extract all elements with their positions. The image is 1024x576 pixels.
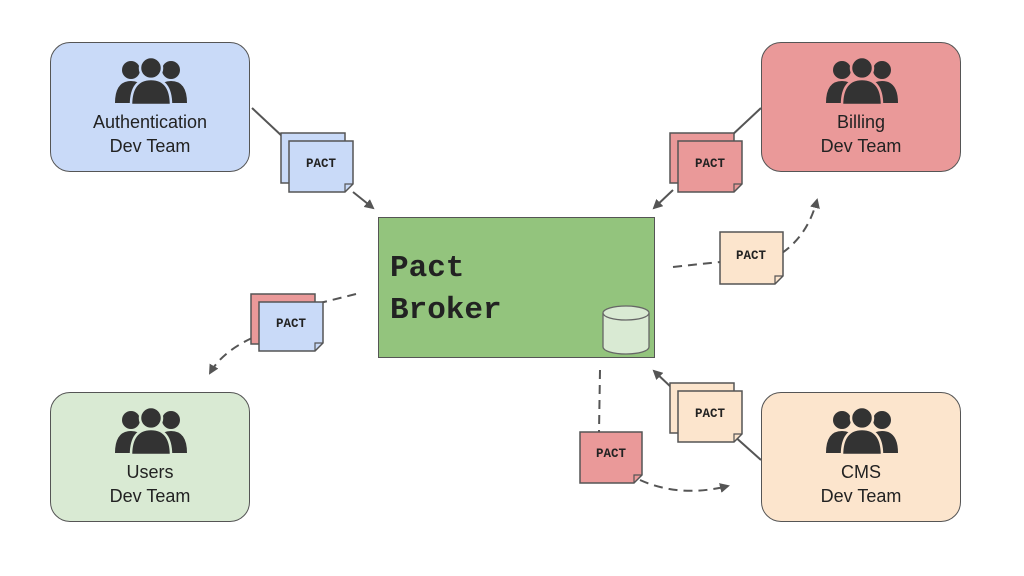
pact-stack-cms: PACT	[669, 382, 743, 443]
team-label: Billing Dev Team	[762, 110, 960, 158]
pact-label-to-billing: PACT	[736, 249, 767, 263]
team-name: Authentication	[92, 112, 208, 132]
people-group-icon	[115, 55, 187, 105]
team-authentication: Authentication Dev Team	[50, 42, 250, 172]
dashed-broker-to-cms	[598, 369, 601, 433]
team-label: CMS Dev Team	[762, 460, 960, 508]
pact-stack-users: PACT	[250, 293, 324, 352]
dashed-arrow-to-cms-team	[639, 479, 730, 493]
people-group-icon	[826, 55, 898, 105]
pact-broker: Pact Broker	[378, 217, 655, 358]
arrow-billing-to-broker	[652, 189, 674, 210]
people-group-icon	[826, 405, 898, 455]
broker-title-line1: Pact	[390, 251, 465, 286]
team-suffix: Dev Team	[109, 486, 191, 506]
team-name: CMS	[841, 462, 881, 482]
broker-title: Pact Broker	[390, 248, 502, 332]
team-suffix: Dev Team	[820, 486, 902, 506]
pact-label-cms: PACT	[695, 407, 726, 421]
team-suffix: Dev Team	[820, 136, 902, 156]
team-cms: CMS Dev Team	[761, 392, 961, 522]
dashed-broker-to-billing	[672, 261, 721, 268]
database-icon	[602, 305, 650, 355]
team-users: Users Dev Team	[50, 392, 250, 522]
pact-label-billing: PACT	[695, 157, 726, 171]
people-group-icon	[115, 405, 187, 455]
dashed-arrow-to-users-team	[209, 337, 253, 375]
dashed-arrow-to-billing-team	[781, 198, 820, 254]
team-label: Authentication Dev Team	[51, 110, 249, 158]
arrow-cms-to-broker	[652, 369, 673, 389]
pact-doc-to-billing: PACT	[719, 231, 784, 285]
pact-doc-to-cms: PACT	[579, 431, 643, 484]
team-name: Billing	[836, 112, 886, 132]
pact-stack-billing: PACT	[669, 132, 743, 193]
pact-label-users: PACT	[276, 317, 307, 331]
team-billing: Billing Dev Team	[761, 42, 961, 172]
broker-title-line2: Broker	[390, 293, 502, 328]
dashed-broker-to-users	[319, 293, 357, 304]
connector-billing	[729, 107, 762, 138]
team-label: Users Dev Team	[51, 460, 249, 508]
team-suffix: Dev Team	[109, 136, 191, 156]
pact-label-auth: PACT	[306, 157, 337, 171]
arrow-auth-to-broker	[352, 191, 375, 210]
connector-auth	[251, 107, 284, 138]
pact-label-to-cms: PACT	[596, 447, 627, 461]
pact-stack-auth: PACT	[280, 132, 354, 193]
team-name: Users	[126, 462, 174, 482]
